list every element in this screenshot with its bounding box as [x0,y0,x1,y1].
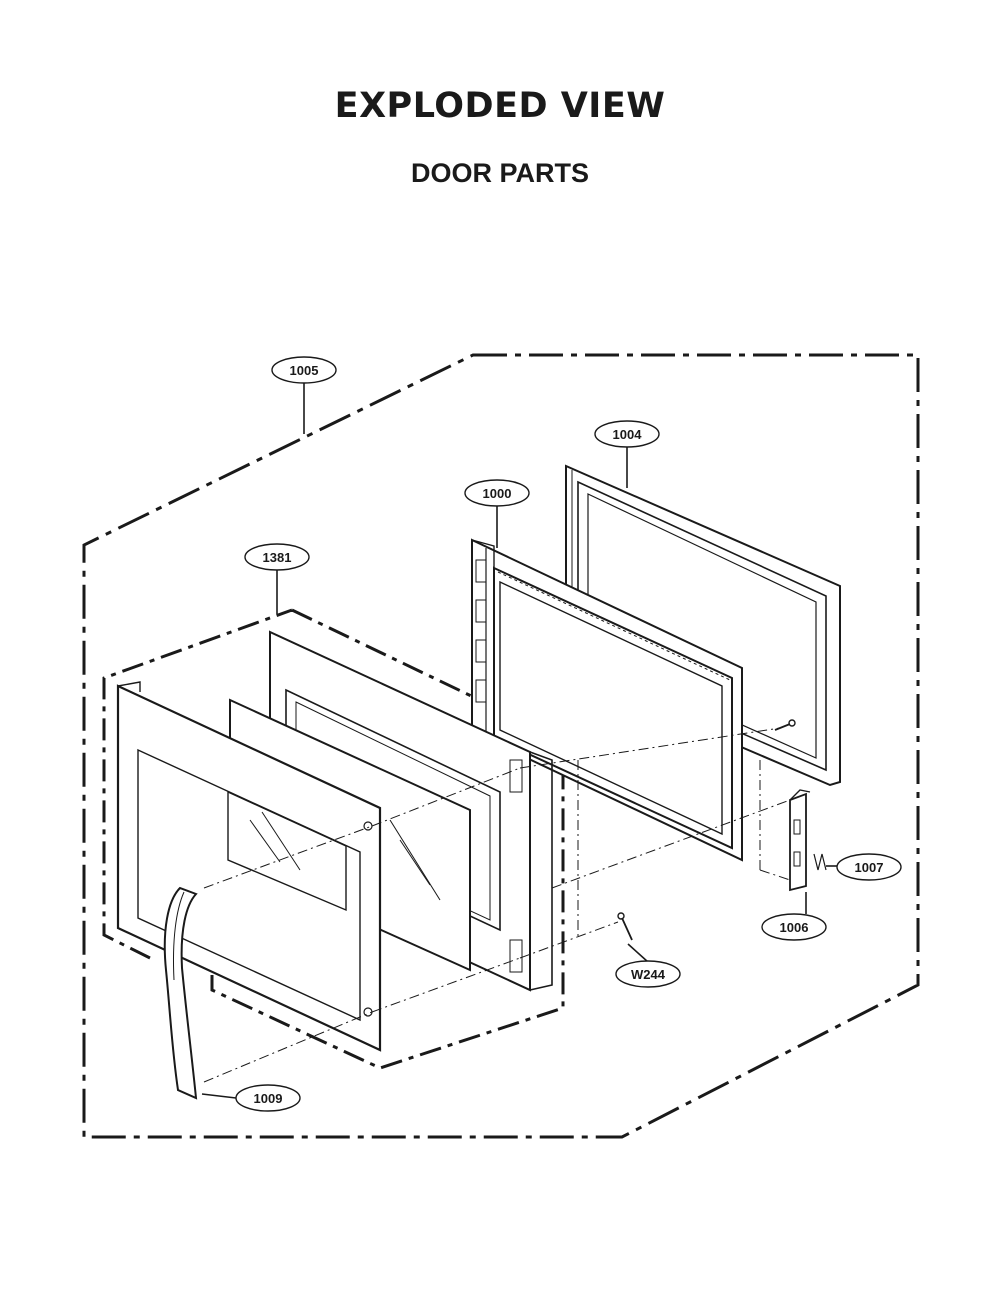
callout-1009: 1009 [235,1084,301,1112]
projection-lines [203,727,791,1083]
assembly-boundary-1005 [82,353,920,1139]
callout-1000: 1000 [464,479,530,507]
spring-1007 [813,853,827,871]
callout-label-1009: 1009 [254,1091,283,1106]
callout-label-w244: W244 [631,967,666,982]
callout-w244: W244 [615,960,681,988]
callout-label-1006: 1006 [780,920,809,935]
callout-1004: 1004 [594,420,660,448]
callout-label-1004: 1004 [613,427,643,442]
page-subtitle: DOOR PARTS [410,158,589,188]
callout-label-1007: 1007 [855,860,884,875]
door-handle-1009 [163,886,198,1100]
page-title: EXPLODED VIEW [334,86,666,126]
callout-label-1000: 1000 [483,486,512,501]
door-frame-1000 [471,538,743,862]
latch-hook-1006 [789,789,811,892]
callout-label-1381: 1381 [263,550,292,565]
callout-1381: 1381 [244,543,310,571]
screw-w244 [617,719,796,941]
callout-1007: 1007 [836,853,902,881]
callout-1006: 1006 [761,913,827,941]
leader-lines [201,382,838,1099]
callout-1005: 1005 [271,356,337,384]
callout-label-1005: 1005 [290,363,319,378]
door-front-panel [116,681,382,1052]
